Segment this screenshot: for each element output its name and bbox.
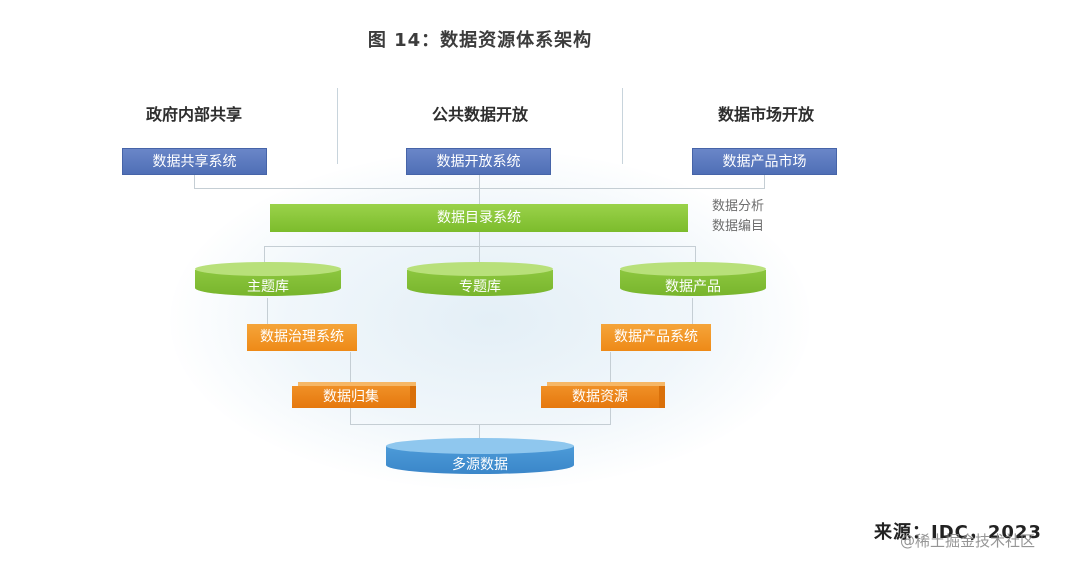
figure-title: 图 14：数据资源体系架构 [367, 30, 593, 51]
system-box-data-open: 数据开放系统 [406, 148, 551, 175]
database-label: 主题库 [247, 279, 289, 295]
governance-system-box: 数据治理系统 [247, 324, 357, 351]
side-note-analysis: 数据分析 [712, 199, 765, 214]
connector-line [692, 298, 693, 324]
connector-line [194, 174, 195, 188]
connector-line [479, 232, 480, 246]
resource-label: 数据资源 [541, 386, 659, 408]
database-label: 数据产品 [665, 279, 721, 295]
product-system-box: 数据产品系统 [601, 324, 711, 351]
connector-line [479, 174, 480, 204]
resource-box: 数据资源 [541, 382, 665, 408]
side-note-cataloging: 数据编目 [712, 219, 765, 234]
connector-line [695, 246, 696, 264]
collection-box: 数据归集 [292, 382, 416, 408]
database-topic: 专题库 [407, 262, 553, 298]
catalog-system-bar: 数据目录系统 [270, 204, 688, 232]
database-product: 数据产品 [620, 262, 766, 298]
heading-public-open: 公共数据开放 [431, 105, 528, 124]
connector-line [764, 174, 765, 188]
connector-line [350, 424, 611, 425]
collection-label: 数据归集 [292, 386, 410, 408]
database-subject: 主题库 [195, 262, 341, 298]
connector-line [610, 352, 611, 382]
heading-market-open: 数据市场开放 [717, 105, 814, 124]
connector-line [264, 246, 696, 247]
heading-gov-sharing: 政府内部共享 [145, 105, 242, 124]
connector-line [267, 298, 268, 324]
system-box-data-sharing: 数据共享系统 [122, 148, 267, 175]
connector-line [350, 352, 351, 382]
multi-source-database: 多源数据 [386, 438, 574, 476]
database-label: 专题库 [459, 279, 501, 295]
connector-line [194, 188, 765, 189]
column-divider [622, 88, 623, 164]
column-divider [337, 88, 338, 164]
multi-source-label: 多源数据 [452, 457, 508, 473]
connector-line [610, 408, 611, 424]
connector-line [264, 246, 265, 264]
connector-line [350, 408, 351, 424]
connector-line [479, 246, 480, 264]
connector-line [479, 424, 480, 440]
system-box-product-market: 数据产品市场 [692, 148, 837, 175]
watermark: @稀土掘金技术社区 [900, 532, 1036, 550]
source-credit: 来源：IDC，2023 [874, 522, 1042, 543]
